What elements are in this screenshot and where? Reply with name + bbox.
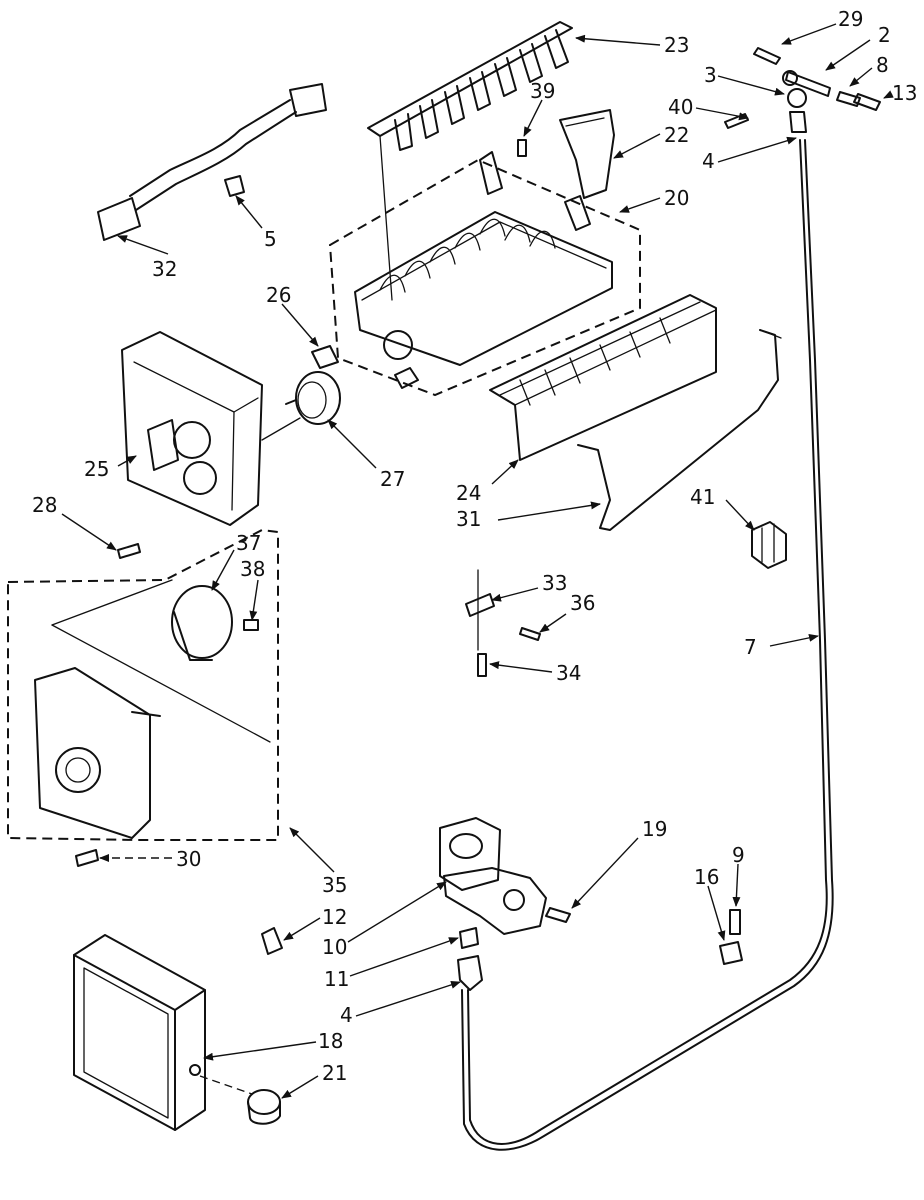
part-screw-19 xyxy=(545,907,571,923)
label-41: 41 xyxy=(690,485,715,509)
label-31: 31 xyxy=(456,507,481,531)
part-wire-nut-12 xyxy=(261,927,283,955)
part-fill-tube-7 xyxy=(461,139,834,1151)
part-bracket-33 xyxy=(465,569,495,651)
label-21: 21 xyxy=(322,1061,347,1085)
part-screw-39 xyxy=(517,139,527,157)
label-38: 38 xyxy=(240,557,265,581)
label-28: 28 xyxy=(32,493,57,517)
label-40: 40 xyxy=(668,95,693,119)
label-29: 29 xyxy=(838,7,863,31)
part-fittings-top-right xyxy=(753,47,881,133)
label-4-bottom: 4 xyxy=(340,1003,353,1027)
label-3: 3 xyxy=(704,63,717,87)
part-screw-30 xyxy=(75,849,99,867)
label-12: 12 xyxy=(322,905,347,929)
label-10: 10 xyxy=(322,935,347,959)
part-clip-41 xyxy=(751,521,787,569)
part-clamp-16 xyxy=(719,941,743,965)
label-2: 2 xyxy=(878,23,891,47)
part-wire-harness-32 xyxy=(97,83,327,241)
part-fill-cup-22 xyxy=(559,109,615,199)
label-9: 9 xyxy=(732,843,745,867)
label-13: 13 xyxy=(892,81,917,105)
part-screw-28 xyxy=(117,543,141,559)
part-stripper-24 xyxy=(489,294,717,461)
part-mold-heater-kit-35 xyxy=(7,528,279,841)
label-11: 11 xyxy=(324,967,349,991)
label-39: 39 xyxy=(530,79,555,103)
label-34: 34 xyxy=(556,661,581,685)
leader-lines xyxy=(61,23,894,1099)
label-35: 35 xyxy=(322,873,347,897)
label-8: 8 xyxy=(876,53,889,77)
label-19: 19 xyxy=(642,817,667,841)
part-cover-18 xyxy=(73,934,206,1131)
label-4-top: 4 xyxy=(702,149,715,173)
label-32: 32 xyxy=(152,257,177,281)
label-25: 25 xyxy=(84,457,109,481)
label-24: 24 xyxy=(456,481,481,505)
part-screw-34 xyxy=(477,653,487,677)
part-nut-11 xyxy=(459,927,479,949)
label-22: 22 xyxy=(664,123,689,147)
label-20: 20 xyxy=(664,186,689,210)
label-5: 5 xyxy=(264,227,277,251)
part-motor-27 xyxy=(285,371,341,425)
part-ejector-23 xyxy=(367,21,573,301)
label-36: 36 xyxy=(570,591,595,615)
part-control-housing-25 xyxy=(121,331,301,526)
part-insert-4b xyxy=(457,955,483,991)
part-ice-mold-20 xyxy=(328,151,641,397)
label-18: 18 xyxy=(318,1029,343,1053)
part-water-valve-10 xyxy=(439,817,547,935)
label-16: 16 xyxy=(694,865,719,889)
part-shutoff-arm-31 xyxy=(577,329,782,531)
part-switch-26 xyxy=(311,345,339,369)
label-33: 33 xyxy=(542,571,567,595)
part-screw-9 xyxy=(729,909,741,935)
label-37: 37 xyxy=(236,531,261,555)
label-23: 23 xyxy=(664,33,689,57)
label-30: 30 xyxy=(176,847,201,871)
label-26: 26 xyxy=(266,283,291,307)
part-number-labels: 23 29 2 8 13 3 39 40 22 4 20 32 5 26 25 … xyxy=(32,7,917,1085)
part-knob-21 xyxy=(247,1089,281,1125)
label-27: 27 xyxy=(380,467,405,491)
part-screw-36 xyxy=(519,627,541,641)
label-7: 7 xyxy=(744,635,757,659)
